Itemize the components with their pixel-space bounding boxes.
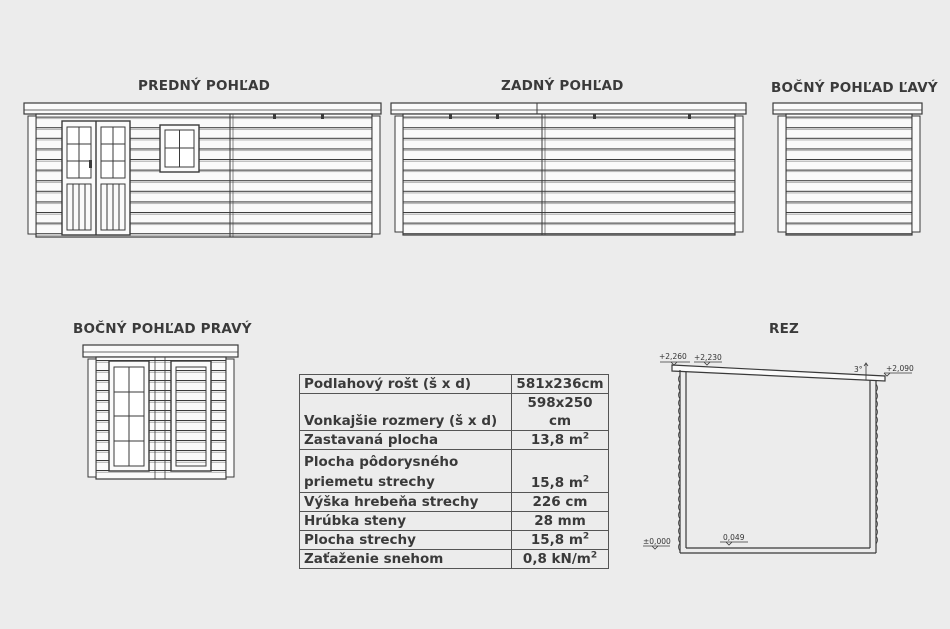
dim-angle: 3° [854, 365, 863, 374]
side-left-view-title: BOČNÝ POHĽAD ĽAVÝ [771, 80, 938, 96]
side-right-view-title: BOČNÝ POHĽAD PRAVÝ [73, 321, 252, 337]
spec-value-exponent: 2 [582, 474, 590, 485]
back-view-drawing [390, 102, 747, 236]
spec-label: Zastavaná plocha [299, 430, 512, 450]
dim-top-left: +2,260 [659, 352, 687, 361]
spec-table: Podlahový rošt (š x d) 581x236cm Vonkajš… [299, 374, 609, 569]
spec-value: 581x236cm [511, 374, 609, 394]
spec-value: 13,8 m [530, 432, 583, 448]
spec-label: Hrúbka steny [299, 511, 512, 531]
spec-row: Zastavaná plocha 13,8 m2 [299, 430, 609, 450]
spec-value-cell: 0,8 kN/m2 [511, 549, 609, 569]
spec-value-exponent: 2 [590, 550, 598, 561]
dim-top-mid: +2,230 [694, 353, 722, 362]
spec-row: Podlahový rošt (š x d) 581x236cm [299, 374, 609, 394]
spec-value: 598x250 cm [511, 393, 609, 431]
spec-label-line2: priemetu strechy [304, 474, 435, 490]
spec-row: Zaťaženie snehom 0,8 kN/m2 [299, 549, 609, 569]
spec-value-exponent: 2 [582, 431, 590, 442]
spec-row: Plocha strechy 15,8 m2 [299, 530, 609, 550]
spec-label: Plocha pôdorysného [304, 454, 459, 470]
spec-label: Podlahový rošt (š x d) [299, 374, 512, 394]
back-view-title: ZADNÝ POHĽAD [501, 78, 624, 94]
spec-label: Vonkajšie rozmery (š x d) [299, 393, 512, 431]
spec-value-cell: 15,8 m2 [511, 530, 609, 550]
spec-row: Plocha pôdorysného priemetu strechy 15,8 … [299, 449, 609, 493]
side-left-view-drawing [772, 102, 923, 236]
dim-floor: 0,049 [723, 533, 745, 542]
spec-value-cell: 15,8 m2 [511, 449, 609, 493]
front-view-drawing [23, 102, 382, 238]
spec-value: 28 mm [511, 511, 609, 531]
dim-base: ±0,000 [643, 537, 671, 546]
front-view-title: PREDNÝ POHĽAD [138, 78, 271, 94]
spec-label: Zaťaženie snehom [299, 549, 512, 569]
spec-value: 15,8 m [530, 532, 583, 548]
spec-value: 0,8 kN/m [522, 551, 591, 567]
spec-value: 15,8 m [530, 475, 583, 491]
side-right-view-drawing [82, 344, 239, 480]
spec-label: Výška hrebeňa strechy [299, 492, 512, 512]
spec-value-cell: 13,8 m2 [511, 430, 609, 450]
spec-label: Plocha strechy [299, 530, 512, 550]
section-view-title: REZ [769, 321, 800, 337]
section-drawing [643, 361, 912, 554]
spec-value-exponent: 2 [582, 531, 590, 542]
dim-top-right: +2,090 [886, 364, 914, 373]
spec-row: Výška hrebeňa strechy 226 cm [299, 492, 609, 512]
spec-value: 226 cm [511, 492, 609, 512]
spec-row: Vonkajšie rozmery (š x d) 598x250 cm [299, 393, 609, 431]
spec-label-cell: Plocha pôdorysného priemetu strechy [299, 449, 512, 493]
spec-row: Hrúbka steny 28 mm [299, 511, 609, 531]
